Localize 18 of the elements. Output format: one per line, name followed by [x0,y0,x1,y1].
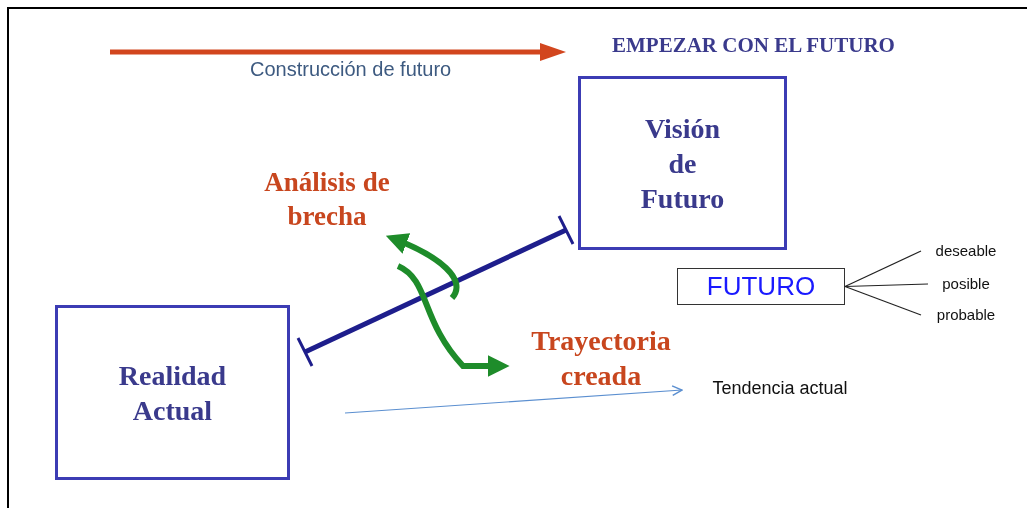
vision-box [578,76,787,250]
future-box [677,268,845,305]
branch-line [844,285,922,316]
option-text: deseable [923,241,1009,261]
label-text: Construcción de futuro [250,58,452,81]
arrow [344,385,683,414]
box-text: FUTURO [706,270,816,303]
curved-arrow [385,233,460,300]
branch-line [844,283,929,288]
option-text: posible [930,274,1002,294]
title: EMPEZAR CON EL FUTURO [612,33,895,58]
gap-analysis-text: Análisis de brecha [252,164,402,236]
box-text: Visión de Futuro [639,111,726,216]
branch-line [844,250,922,288]
option-text: probable [923,305,1009,325]
box-text: Realidad Actual [117,358,228,428]
reality-box [55,305,290,480]
curved-arrow [396,263,510,377]
